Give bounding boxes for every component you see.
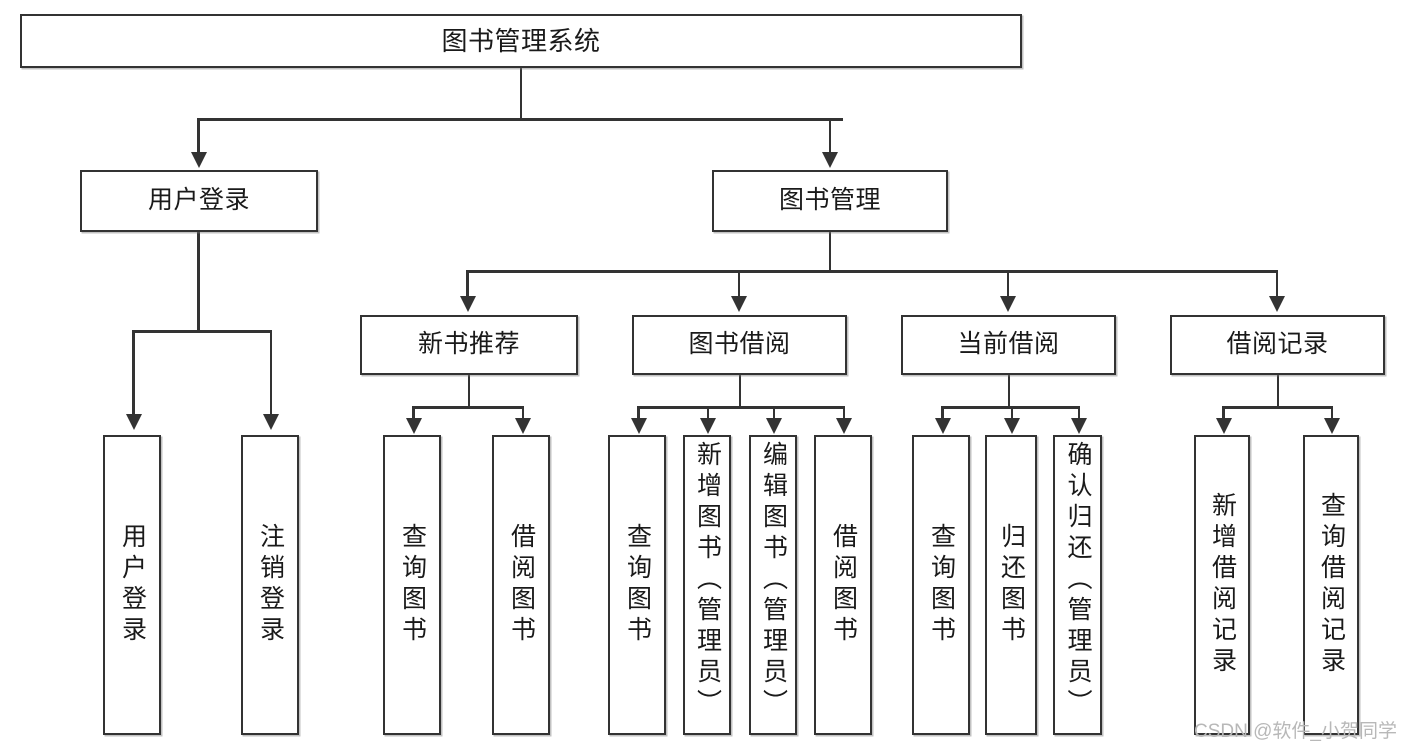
connector-book-to-borrow: [737, 270, 740, 298]
node-label-leaf-current-confirm-return: 确认归还（管理员）: [1064, 441, 1092, 720]
node-leaf-new-borrow-book[interactable]: 借阅图书: [492, 435, 550, 735]
connector-record-stem: [1276, 375, 1279, 408]
arrowhead-book-to-borrow: [731, 296, 747, 312]
arrowhead-record-to-query: [1324, 418, 1340, 434]
connector-borrow-stem: [738, 375, 741, 408]
connector-book-to-record: [1275, 270, 1278, 298]
arrowhead-root-to-user: [190, 152, 207, 168]
connector-user-stem: [197, 232, 200, 332]
node-label-leaf-record-query: 查询借阅记录: [1317, 492, 1346, 678]
connector-borrow-to-edit: [772, 406, 775, 420]
node-label-leaf-user-login: 用户登录: [118, 523, 147, 647]
node-leaf-borrow-add-book[interactable]: 新增图书（管理员）: [683, 435, 731, 735]
connector-current-to-confirm: [1077, 406, 1080, 420]
node-leaf-current-confirm-return[interactable]: 确认归还（管理员）: [1053, 435, 1102, 735]
node-label-new-book-recommend: 新书推荐: [417, 330, 520, 359]
node-label-leaf-borrow-edit-book: 编辑图书（管理员）: [759, 441, 788, 720]
node-label-leaf-record-add: 新增借阅记录: [1208, 492, 1237, 678]
node-leaf-record-query[interactable]: 查询借阅记录: [1303, 435, 1359, 735]
connector-new-to-query: [412, 406, 415, 420]
node-label-leaf-borrow-do-book: 借阅图书: [829, 523, 858, 647]
node-root-system[interactable]: 图书管理系统: [20, 14, 1022, 68]
connector-borrow-to-add: [706, 406, 709, 420]
arrowhead-record-to-add: [1215, 418, 1232, 434]
connector-new-stem: [467, 375, 470, 408]
node-leaf-new-query-book[interactable]: 查询图书: [383, 435, 441, 735]
arrowhead-current-to-confirm: [1071, 418, 1087, 434]
connector-record-to-query: [1330, 406, 1333, 420]
arrowhead-book-to-current: [1000, 296, 1016, 312]
connector-user-to-logout: [269, 330, 272, 416]
node-label-leaf-user-logout: 注销登录: [256, 523, 285, 647]
arrowhead-book-to-new: [459, 296, 476, 312]
node-leaf-borrow-edit-book[interactable]: 编辑图书（管理员）: [749, 435, 797, 735]
connector-user-to-login: [132, 330, 135, 416]
arrowhead-borrow-to-edit: [766, 418, 782, 434]
node-book-borrow[interactable]: 图书借阅: [632, 315, 847, 375]
arrowhead-borrow-to-add: [700, 418, 716, 434]
connector-root-bus: [197, 118, 843, 121]
arrowhead-user-to-logout: [263, 414, 279, 430]
connector-book-stem: [828, 232, 831, 272]
node-leaf-user-logout[interactable]: 注销登录: [241, 435, 299, 735]
connector-book-to-new: [466, 270, 469, 298]
node-label-book-borrow: 图书借阅: [688, 330, 791, 359]
node-label-leaf-borrow-add-book: 新增图书（管理员）: [693, 441, 722, 720]
arrowhead-book-to-record: [1269, 296, 1285, 312]
node-leaf-user-login[interactable]: 用户登录: [103, 435, 161, 735]
arrowhead-new-to-query: [405, 418, 422, 434]
node-label-leaf-borrow-query-book: 查询图书: [623, 523, 652, 647]
node-leaf-current-return-book[interactable]: 归还图书: [985, 435, 1037, 735]
connector-new-to-borrow: [521, 406, 524, 420]
connector-root-stem: [519, 68, 522, 120]
connector-root-to-user: [197, 118, 200, 154]
connector-borrow-to-query: [637, 406, 640, 420]
connector-current-to-return: [1010, 406, 1013, 420]
connector-book-bus: [466, 270, 1278, 273]
connector-user-bus: [132, 330, 272, 333]
node-borrow-record[interactable]: 借阅记录: [1170, 315, 1385, 375]
connector-current-stem: [1007, 375, 1010, 408]
arrowhead-new-to-borrow: [515, 418, 531, 434]
node-label-leaf-new-query-book: 查询图书: [398, 523, 427, 647]
arrowhead-borrow-to-do: [836, 418, 852, 434]
node-label-book-management-module: 图书管理: [778, 186, 881, 215]
arrowhead-current-to-return: [1004, 418, 1020, 434]
node-leaf-borrow-do-book[interactable]: 借阅图书: [814, 435, 872, 735]
connector-borrow-to-do: [842, 406, 845, 420]
node-leaf-record-add[interactable]: 新增借阅记录: [1194, 435, 1250, 735]
connector-record-bus: [1222, 406, 1333, 409]
connector-current-to-query: [941, 406, 944, 420]
node-leaf-current-query-book[interactable]: 查询图书: [912, 435, 970, 735]
connector-borrow-bus: [637, 406, 845, 409]
node-label-leaf-new-borrow-book: 借阅图书: [507, 523, 536, 647]
node-new-book-recommend[interactable]: 新书推荐: [360, 315, 578, 375]
node-leaf-borrow-query-book[interactable]: 查询图书: [608, 435, 666, 735]
node-label-leaf-current-query-book: 查询图书: [927, 523, 956, 647]
arrowhead-borrow-to-query: [630, 418, 647, 434]
connector-new-bus: [412, 406, 524, 409]
connector-book-to-current: [1006, 270, 1009, 298]
node-label-user-login-module: 用户登录: [147, 186, 250, 215]
connector-record-to-add: [1222, 406, 1225, 420]
node-label-root-system: 图书管理系统: [441, 25, 601, 56]
arrowhead-user-to-login: [125, 414, 142, 430]
node-label-leaf-current-return-book: 归还图书: [997, 523, 1026, 647]
arrowhead-root-to-book: [822, 152, 838, 168]
connector-root-to-book: [828, 118, 831, 154]
node-current-borrow[interactable]: 当前借阅: [901, 315, 1116, 375]
node-label-current-borrow: 当前借阅: [957, 330, 1060, 359]
arrowhead-current-to-query: [934, 418, 951, 434]
node-book-management-module[interactable]: 图书管理: [712, 170, 948, 232]
node-label-borrow-record: 借阅记录: [1226, 330, 1329, 359]
node-user-login-module[interactable]: 用户登录: [80, 170, 318, 232]
